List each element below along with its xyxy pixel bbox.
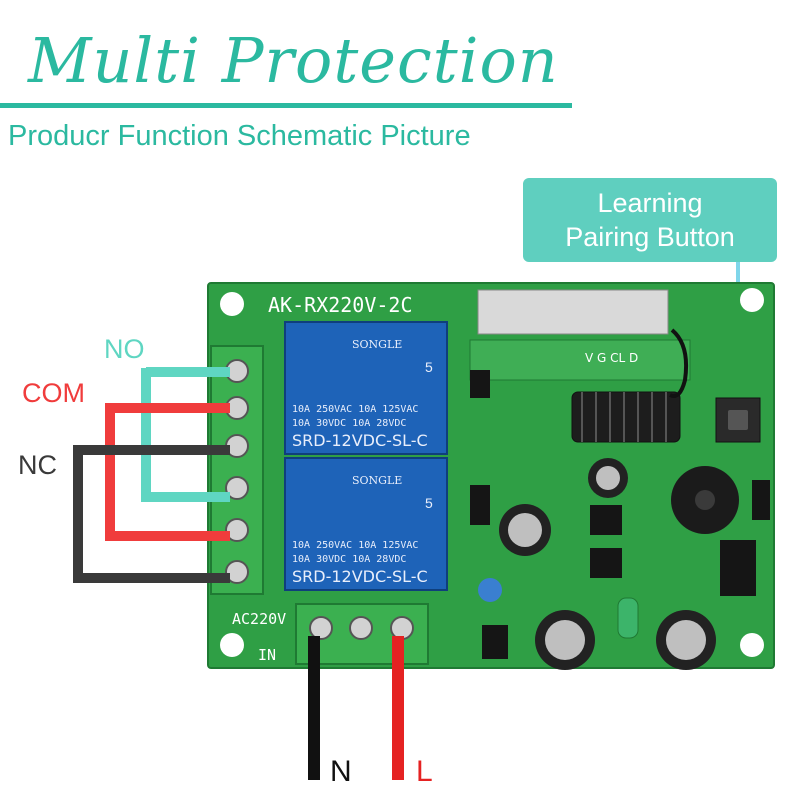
callout-line-1: Learning [597, 188, 703, 218]
relay-2-number: 5 [425, 495, 433, 511]
relay-1-rating-2: 10A 30VDC 10A 28VDC [292, 418, 406, 429]
ic-3 [590, 505, 622, 535]
input-label: AC220V [232, 610, 286, 628]
relay-1-brand: SONGLE [352, 338, 402, 351]
relay-2: SONGLE 5 10A 250VAC 10A 125VAC 10A 30VDC… [284, 457, 448, 591]
antenna-wire [669, 328, 689, 398]
label-l: L [416, 755, 433, 788]
title-underline [0, 103, 572, 108]
buzzer-center [695, 490, 715, 510]
pin-labels: V G CL D [585, 351, 638, 365]
relay-2-rating-1: 10A 250VAC 10A 125VAC [292, 540, 418, 551]
output-terminal-block [210, 345, 264, 595]
ic-1 [470, 370, 490, 398]
label-com: COM [22, 378, 85, 408]
decoder-strip [469, 339, 691, 381]
wire-nc [73, 445, 230, 583]
capacitor-4 [656, 610, 716, 670]
relay-2-model: SRD-12VDC-SL-C [292, 567, 428, 586]
label-no: NO [104, 334, 145, 364]
learning-button-callout: Learning Pairing Button [523, 178, 777, 262]
antenna-coil [571, 391, 681, 443]
page-title: Multi Protection [28, 24, 559, 97]
mount-hole-bl [220, 633, 244, 657]
relay-1-number: 5 [425, 359, 433, 375]
ic-4 [590, 548, 622, 578]
bridge-rectifier [482, 625, 508, 659]
mount-hole-tl [220, 292, 244, 316]
label-nc: NC [18, 450, 57, 480]
input-screws [309, 616, 414, 640]
callout-line-2: Pairing Button [565, 222, 735, 252]
board-model-text: AK-RX220V-2C [268, 293, 413, 317]
relay-2-brand: SONGLE [352, 474, 402, 487]
relay-1-model: SRD-12VDC-SL-C [292, 431, 428, 450]
inductor [617, 597, 639, 639]
learning-button-cap [728, 410, 748, 430]
relay-1: SONGLE 5 10A 250VAC 10A 125VAC 10A 30VDC… [284, 321, 448, 455]
capacitor-1 [499, 504, 551, 556]
relay-1-rating-1: 10A 250VAC 10A 125VAC [292, 404, 418, 415]
input-sub-label: IN [258, 646, 276, 664]
wire-com [105, 403, 230, 541]
mount-hole-tr [740, 288, 764, 312]
capacitor-3 [535, 610, 595, 670]
ic-2 [470, 485, 490, 525]
label-n: N [330, 755, 352, 788]
ic-5 [720, 540, 756, 596]
rf-module [477, 289, 669, 335]
page-subtitle: Producr Function Schematic Picture [8, 120, 471, 152]
mount-hole-br [740, 633, 764, 657]
diode-1 [752, 480, 770, 520]
capacitor-2 [588, 458, 628, 498]
ceramic-capacitor [478, 578, 502, 602]
relay-2-rating-2: 10A 30VDC 10A 28VDC [292, 554, 406, 565]
